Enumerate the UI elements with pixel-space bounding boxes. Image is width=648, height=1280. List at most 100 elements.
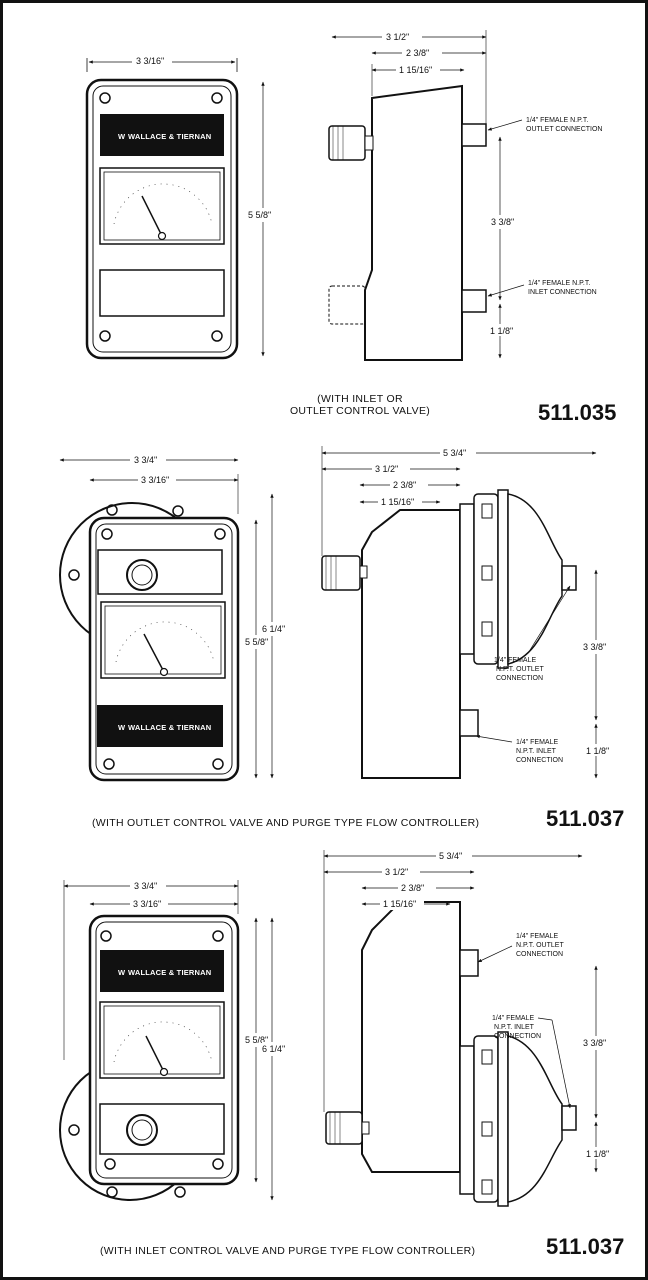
outlet-label-line1: 1/4" FEMALE [494,657,536,664]
purge-panel [97,549,223,595]
outlet-fitting [459,949,479,977]
side-body [361,901,461,1173]
inlet-label-line3: CONNECTION [494,1033,541,1040]
gauge-needle [143,633,165,673]
nameplate [97,705,223,747]
dim-side-b: 2 3/8" [401,883,424,893]
brand-name: WALLACE & TIERNAN [128,723,211,732]
corner-screw [100,930,112,942]
dim-front-width-inner: 3 3/16" [133,899,161,909]
dim-side-c: 1 15/16" [383,899,416,909]
gauge-needle [141,195,163,237]
dim-conn-spacing: 3 3/8" [583,642,606,652]
corner-screw [214,528,226,540]
dim-bottom-offset: 1 1/8" [586,1149,609,1159]
inlet-fitting [461,289,487,313]
corner-screw [103,758,115,770]
purge-panel [99,1103,225,1155]
outlet-label-line1: 1/4" FEMALE N.P.T. [526,117,588,124]
outlet-label-line3: CONNECTION [496,675,543,682]
dim-front-height-inner: 5 5/8" [245,637,268,647]
dim-front-width-outer: 3 3/4" [134,881,157,891]
inlet-fitting [459,709,479,737]
front-view-3: W WALLACE & TIERNAN 3 3/4" 3 3/16" 5 5/8… [59,879,286,1201]
dim-front-height-outer: 6 1/4" [262,1044,285,1054]
controller-backplate [459,503,475,655]
gauge-needle [145,1035,165,1073]
outlet-label-line3: CONNECTION [516,951,563,958]
caption-2: (WITH OUTLET CONTROL VALVE AND PURGE TYP… [92,817,479,829]
dim-side-mid: 2 3/8" [406,48,429,58]
dim-side-overall: 5 3/4" [443,448,466,458]
dim-side-overall: 3 1/2" [386,32,409,42]
gauge-window [99,1001,225,1079]
dim-front-height: 5 5/8" [248,210,271,220]
dim-side-b: 2 3/8" [393,480,416,490]
dim-conn-spacing: 3 3/8" [491,217,514,227]
blank-panel [99,269,225,317]
caption-1-line2: OUTLET CONTROL VALVE) [290,405,430,417]
brand-name: WALLACE & TIERNAN [128,132,211,141]
corner-screw [99,92,111,104]
dim-front-width-outer: 3 3/4" [134,455,157,465]
nameplate [100,950,224,992]
corner-screw [212,930,224,942]
controller-dome [507,493,563,665]
caption-3: (WITH INLET CONTROL VALVE AND PURGE TYPE… [100,1245,475,1257]
inlet-label-line1: 1/4" FEMALE [516,739,558,746]
front-view-1: W WALLACE & TIERNAN 3 3/16" 5 5/8" [85,55,277,360]
corner-screw [211,92,223,104]
side-view-2: 5 3/4" 3 1/2" 2 3/8" 1 15/16" 3 3/8" 1 1… [321,446,610,779]
model-number-2: 511.037 [546,806,624,831]
section-511-037-inlet: W WALLACE & TIERNAN 3 3/4" 3 3/16" 5 5/8… [59,849,624,1259]
dim-conn-spacing: 3 3/8" [583,1038,606,1048]
corner-screw [212,1158,224,1170]
brand-logo-mark: W [118,723,126,732]
dim-front-width: 3 3/16" [136,56,164,66]
outlet-label-line2: N.P.T. OUTLET [496,666,544,673]
corner-screw [99,330,111,342]
outlet-label-line1: 1/4" FEMALE [516,933,558,940]
dim-front-height-inner: 5 5/8" [245,1035,268,1045]
control-knob [328,125,366,161]
brand-logo-mark: W [118,132,126,141]
corner-screw [104,1158,116,1170]
gauge-window [99,167,225,245]
controller-backplate [459,1045,475,1195]
model-number-1: 511.035 [538,400,616,425]
outlet-label-line2: OUTLET CONNECTION [526,126,603,133]
inlet-label-line1: 1/4" FEMALE N.P.T. [528,280,590,287]
dim-side-c: 1 15/16" [381,497,414,507]
dim-bottom-offset: 1 1/8" [490,326,513,336]
brand-name: WALLACE & TIERNAN [128,968,211,977]
knob-alternate-dashed [328,285,366,325]
dim-side-a: 3 1/2" [375,464,398,474]
inlet-label-line2: N.P.T. INLET [494,1024,535,1031]
purge-indicator [126,559,158,591]
nameplate [100,114,224,156]
brand-logo-mark: W [118,968,126,977]
dim-side-overall: 5 3/4" [439,851,462,861]
dim-side-inner: 1 15/16" [399,65,432,75]
dim-front-height-outer: 6 1/4" [262,624,285,634]
controller-outlet [561,565,577,591]
side-view-1: 3 1/2" 2 3/8" 1 15/16" 3 3/8" 1 1/8" 1/4… [328,30,603,361]
inlet-fitting [561,1105,577,1131]
side-body [364,84,463,361]
controller-dome [507,1035,563,1203]
caption-1-line1: (WITH INLET OR [317,393,403,405]
control-knob [321,555,361,591]
outlet-label-line2: N.P.T. OUTLET [516,942,564,949]
side-body [361,509,461,779]
inlet-label-line2: INLET CONNECTION [528,289,597,296]
gauge-window [100,601,226,679]
purge-indicator [126,1114,158,1146]
inlet-label-line3: CONNECTION [516,757,563,764]
corner-screw [211,330,223,342]
dim-side-a: 3 1/2" [385,867,408,877]
inlet-label-line1: 1/4" FEMALE [492,1015,534,1022]
outlet-fitting [461,123,487,147]
control-knob [325,1111,363,1145]
